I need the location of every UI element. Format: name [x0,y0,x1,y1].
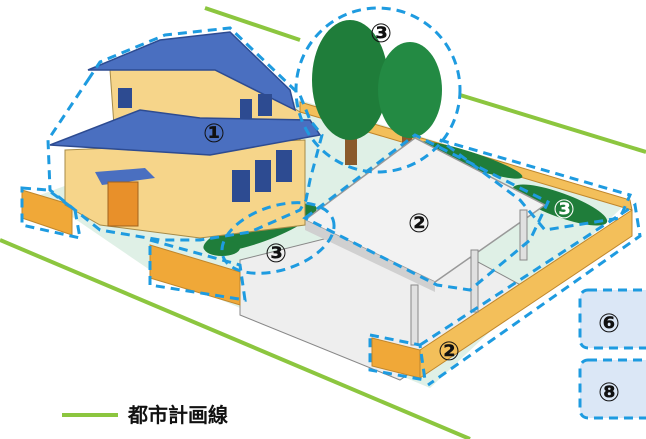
tree-crown-left [312,20,388,140]
outline-house [46,26,324,242]
carport-roof-edge [305,220,435,292]
planning-line-bottom [0,238,471,439]
marker-hedge-front: ③ [265,239,287,269]
marker-carport-side: ② [438,337,460,367]
side-box-8 [578,358,646,420]
side-boxes: ⑥ ⑧ [578,288,646,420]
house-window-3 [240,99,252,119]
carport-post-1 [410,284,419,346]
house-door [107,181,139,227]
house-window-5 [255,160,271,192]
house-window-4 [232,170,250,202]
outline-lot [20,186,427,382]
outline-tree [294,6,462,174]
city-planning-lines [0,6,646,439]
marker-hedge-right: ③ [553,195,575,225]
legend: 都市計画線 [62,403,228,427]
side-box-6-label: ⑥ [598,309,620,339]
outline-right-border [419,202,642,387]
legend-label: 都市計画線 [127,403,228,427]
house [49,31,322,239]
marker-carport-roof: ② [408,209,430,239]
outline-carport [302,133,550,292]
wall-right-front [419,209,633,379]
marker-tree: ③ [370,19,392,49]
house-window-2 [258,94,272,116]
outline-hedge-front [220,201,336,275]
carport-post-2 [470,249,479,313]
house-door-canopy [95,168,155,185]
outline-hedge-right [439,138,633,232]
side-box-8-label: ⑧ [598,378,620,408]
house-upper-roof [87,31,297,112]
dashed-outlines [20,6,642,387]
tree-crown-right [378,42,442,138]
carport-post-3 [519,209,528,261]
markers: ① ③ ② ② ③ ③ [203,19,575,367]
marker-house: ① [203,119,225,149]
planning-line-top-right [459,93,646,154]
side-box-6 [578,288,646,350]
house-window-1 [118,88,132,108]
planning-line-top-left [204,6,301,42]
house-window-6 [276,150,292,182]
